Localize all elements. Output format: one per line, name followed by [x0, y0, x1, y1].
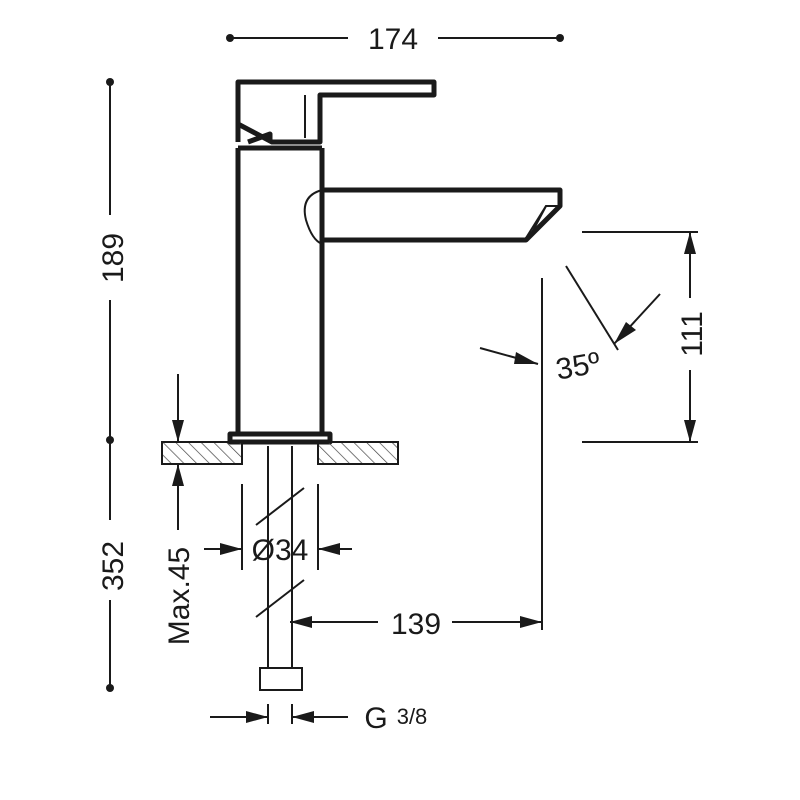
thread-dimension: G 3/8 — [210, 702, 427, 735]
deck-thickness-dimension: Max.45 — [163, 374, 196, 645]
max-thickness-label: Max.45 — [163, 547, 196, 645]
thread-fraction: 3/8 — [397, 704, 428, 729]
diameter-label: Ø34 — [252, 534, 309, 567]
upper-height-label: 189 — [97, 233, 130, 283]
left-height-dimensions: 189 352 — [97, 78, 130, 692]
angle-label: 35º — [553, 346, 602, 386]
reach-label: 139 — [391, 608, 441, 641]
width-label: 174 — [368, 23, 418, 56]
width-dimension: 174 — [226, 23, 564, 56]
shank — [255, 446, 305, 691]
thread-letter: G — [364, 702, 387, 735]
reach-dimension: 139 — [290, 278, 543, 641]
mounting-deck — [161, 441, 399, 465]
clearance-dimension: 111 — [582, 231, 709, 443]
faucet-body — [227, 79, 563, 445]
angle-dimension: 35º — [479, 265, 661, 387]
clearance-label: 111 — [676, 311, 709, 357]
lower-height-label: 352 — [97, 541, 130, 591]
shank-diameter-dimension: Ø34 — [204, 484, 352, 570]
